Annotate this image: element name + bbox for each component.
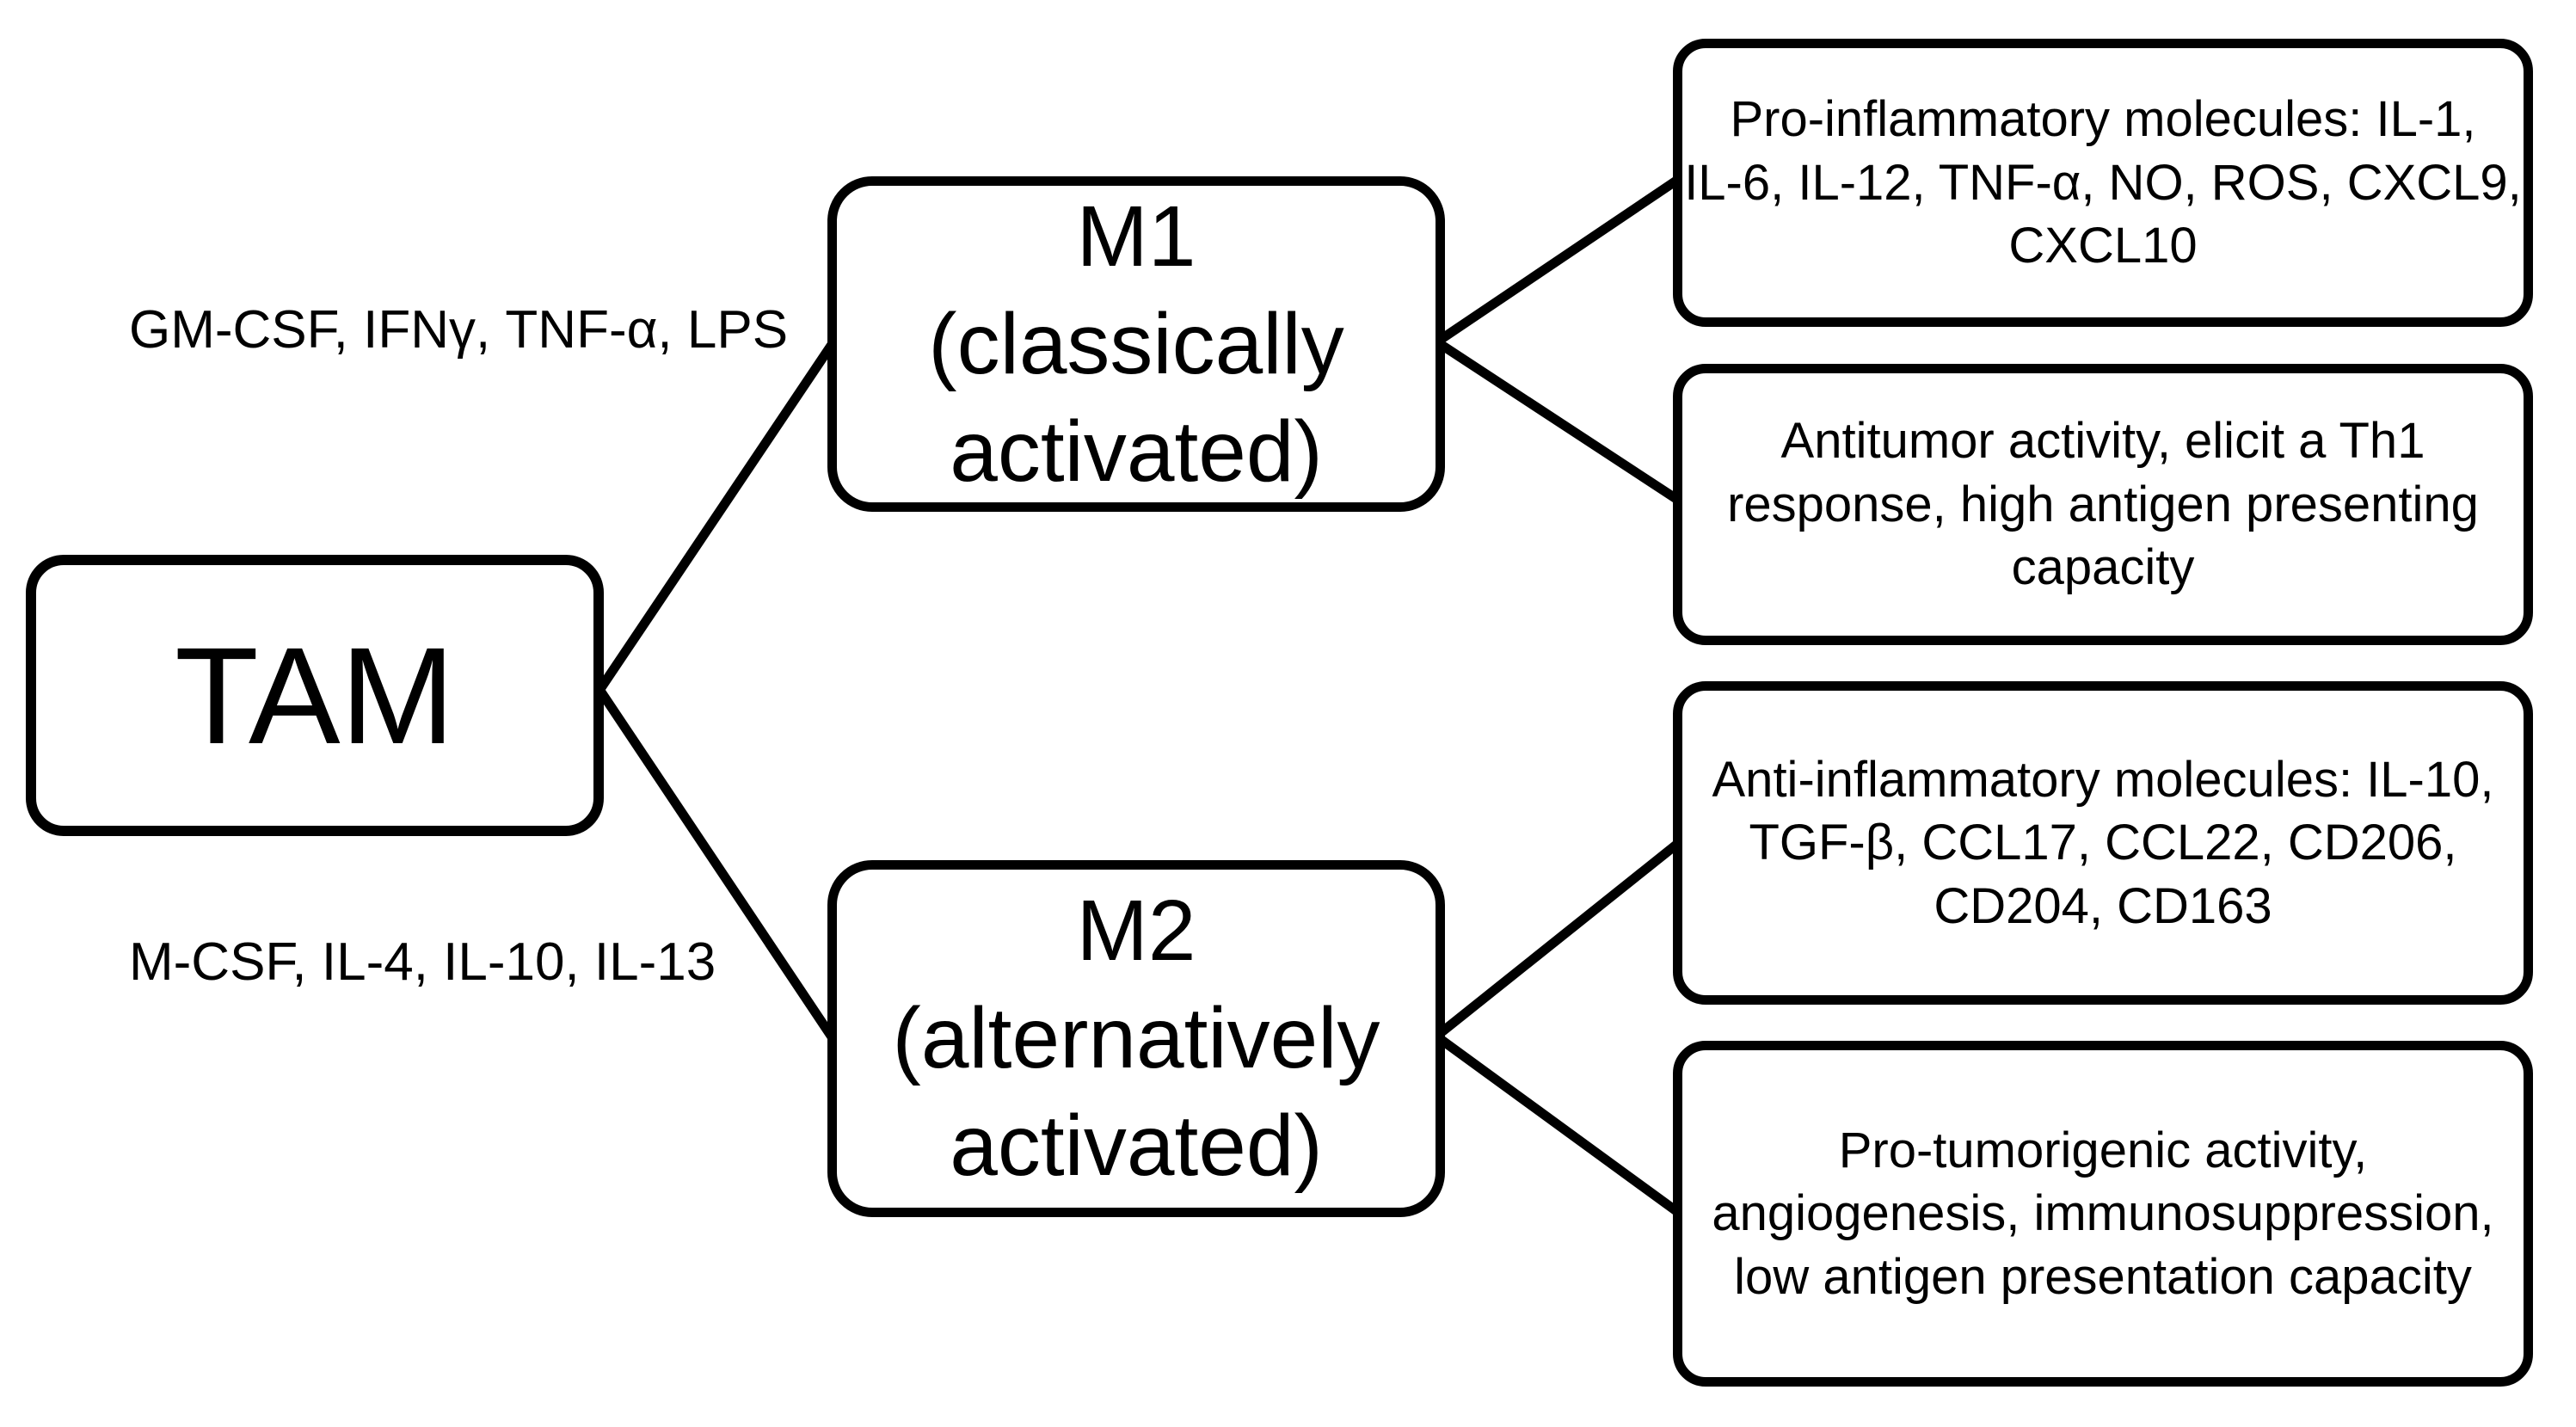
m2-functions-line: low antigen presentation capacity: [1734, 1248, 2472, 1305]
tam-to-m1-connector: [595, 339, 838, 693]
m2-functions-box: Pro-tumorigenic activity, angiogenesis, …: [1673, 1041, 2533, 1387]
m2-to-molecules-connector: [1435, 838, 1683, 1039]
m1-to-functions-connector: [1435, 338, 1683, 506]
m2-label-line: M2: [1076, 883, 1196, 979]
m1-label-line: M1: [1076, 188, 1196, 285]
m2-functions-line: Pro-tumorigenic activity,: [1838, 1122, 2368, 1178]
m1-inducers-label: GM-CSF, IFNγ, TNF-α, LPS: [129, 300, 789, 360]
m2-molecules-line: CD204, CD163: [1934, 877, 2272, 934]
m1-node: M1 (classically activated): [827, 176, 1445, 512]
tam-node: TAM: [26, 555, 604, 836]
m2-molecules-box: Anti-inflammatory molecules: IL-10, TGF-…: [1673, 681, 2533, 1005]
m2-label-line: activated): [950, 1098, 1323, 1194]
m2-functions-line: angiogenesis, immunosuppression,: [1712, 1185, 2494, 1242]
m1-functions-box: Antitumor activity, elicit a Th1 respons…: [1673, 364, 2533, 645]
tam-to-m2-connector: [595, 686, 838, 1043]
m1-functions-line: Antitumor activity, elicit a Th1: [1780, 413, 2425, 470]
m1-label-line: (classically: [928, 295, 1344, 392]
m1-to-molecules-connector: [1435, 174, 1683, 346]
tam-label: TAM: [175, 618, 455, 772]
m1-molecules-line: CXCL10: [2008, 218, 2198, 274]
m1-functions-line: response, high antigen presenting: [1727, 476, 2479, 532]
m1-molecules-line: Pro-inflammatory molecules: IL-1,: [1730, 91, 2476, 148]
m2-label-line: (alternatively: [892, 990, 1380, 1086]
m2-molecules-line: Anti-inflammatory molecules: IL-10,: [1712, 751, 2494, 808]
m2-node: M2 (alternatively activated): [827, 860, 1445, 1217]
m2-to-functions-connector: [1435, 1033, 1683, 1218]
m1-molecules-line: IL-6, IL-12, TNF-α, NO, ROS, CXCL9,: [1684, 154, 2522, 211]
m1-molecules-box: Pro-inflammatory molecules: IL-1, IL-6, …: [1673, 39, 2533, 327]
m1-functions-line: capacity: [2011, 539, 2195, 596]
m2-inducers-label: M-CSF, IL-4, IL-10, IL-13: [129, 932, 716, 992]
m2-molecules-line: TGF-β, CCL17, CCL22, CD206,: [1749, 815, 2457, 871]
m1-label-line: activated): [950, 403, 1323, 500]
